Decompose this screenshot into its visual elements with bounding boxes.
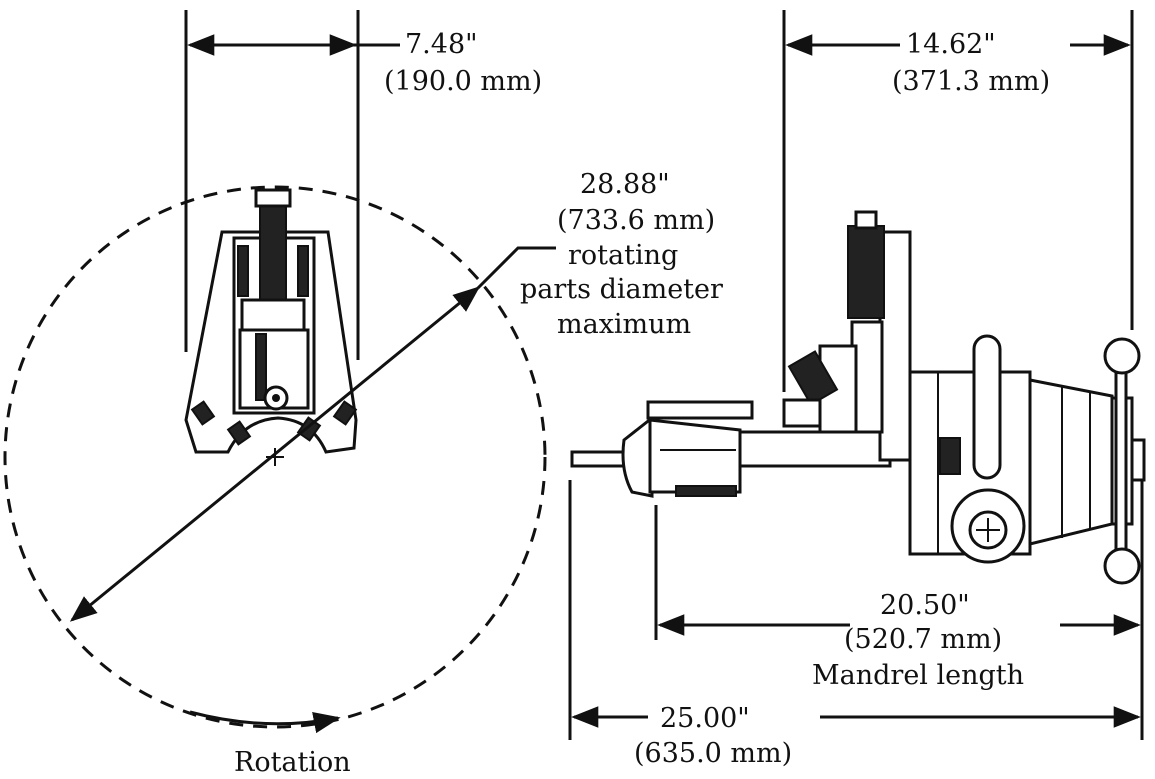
- motor-cone: [1028, 378, 1114, 546]
- offset-imperial: 14.62": [906, 29, 996, 60]
- bracket-left: [939, 437, 961, 475]
- diameter-dimension-line: [69, 286, 481, 622]
- spring-cap: [854, 210, 878, 230]
- handle: [972, 334, 1002, 480]
- rod-left: [237, 245, 249, 297]
- diameter-label-2: parts diameter: [520, 274, 723, 305]
- rotation-label: Rotation: [234, 747, 351, 778]
- mandrel-caption: Mandrel length: [812, 660, 1024, 691]
- spring: [847, 225, 885, 319]
- expander-bracket: [646, 400, 754, 420]
- diameter-leader: [476, 246, 556, 290]
- overall-metric: (635.0 mm): [634, 738, 792, 769]
- rotation-arrow: [189, 710, 341, 734]
- handwheel-knob-bottom: [1103, 547, 1141, 585]
- diameter-imperial: 28.88": [580, 169, 670, 200]
- mandrel-imperial: 20.50": [880, 590, 970, 621]
- diameter-metric: (733.6 mm): [557, 205, 715, 236]
- side-nut: [782, 398, 822, 428]
- offset-metric: (371.3 mm): [892, 66, 1050, 97]
- mandrel-tip: [570, 450, 628, 468]
- handwheel-knob-top: [1103, 337, 1141, 375]
- expander-cone: [648, 418, 742, 494]
- width-imperial: 7.48": [405, 29, 478, 60]
- end-view: [3, 10, 556, 734]
- diameter-label-3: maximum: [557, 309, 691, 340]
- diameter-label-1: rotating: [568, 240, 678, 271]
- side-view: [568, 10, 1146, 740]
- handwheel-bar: [1114, 360, 1128, 564]
- rod-right: [297, 245, 309, 297]
- mandrel-metric: (520.7 mm): [844, 624, 1002, 655]
- feed-screw: [259, 195, 287, 301]
- mandrel-head: [621, 414, 654, 498]
- rotation-circle: [3, 185, 547, 729]
- feed-screw-cap: [254, 188, 292, 208]
- expander-wedge: [675, 485, 737, 497]
- width-metric: (190.0 mm): [384, 66, 542, 97]
- end-knob: [1130, 438, 1146, 482]
- bolt-center: [272, 394, 280, 402]
- tool-bit: [787, 350, 839, 406]
- overall-imperial: 25.00": [660, 703, 750, 734]
- vertical-rod: [255, 333, 267, 401]
- slide-block: [240, 298, 306, 332]
